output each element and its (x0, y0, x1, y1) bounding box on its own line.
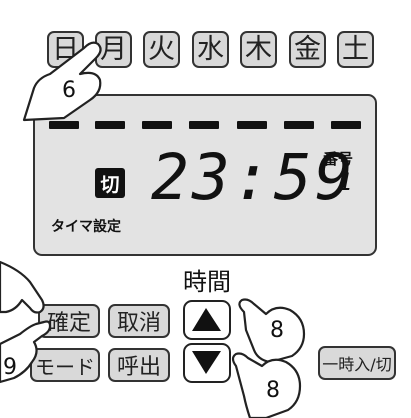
cancel-button[interactable]: 取消 (108, 304, 170, 338)
call-button-label: 呼出 (116, 355, 161, 380)
day-key-thursday[interactable]: 木 (240, 31, 277, 68)
temporary-on-off-button[interactable]: 一時入/切 (318, 346, 396, 380)
day-key-monday-label: 月 (100, 34, 127, 65)
day-indicator-segment (331, 121, 361, 129)
program-number-value: 1 (338, 168, 353, 196)
day-key-wednesday-label: 水 (197, 34, 224, 65)
day-key-saturday[interactable]: 土 (337, 31, 374, 68)
off-status-badge: 切 (95, 168, 125, 198)
confirm-button-label: 確定 (46, 311, 91, 336)
hand-pointer-icon (22, 41, 102, 122)
day-key-friday-label: 金 (294, 34, 321, 65)
temporary-on-off-label: 一時入/切 (322, 355, 392, 374)
day-key-wednesday[interactable]: 水 (192, 31, 229, 68)
hand-pointer-icon (0, 320, 52, 384)
mode-button-label: モード (35, 354, 95, 379)
day-indicator-segment (49, 121, 79, 129)
down-arrow-icon (192, 351, 221, 374)
time-down-button[interactable] (183, 343, 231, 383)
up-arrow-icon (192, 308, 221, 331)
day-key-friday[interactable]: 金 (289, 31, 326, 68)
day-indicator-segment (142, 121, 172, 129)
callout-number: 8 (270, 318, 284, 343)
day-key-tuesday-label: 火 (148, 34, 175, 65)
time-up-button[interactable] (183, 300, 231, 340)
callout-number: 6 (62, 78, 76, 103)
program-number-label: 番号 (323, 150, 354, 168)
day-indicator-segment (189, 121, 219, 129)
off-status-text: 切 (100, 173, 120, 196)
callout-number: 9 (3, 355, 17, 380)
lcd-display: 切 23:59 番号 1 タイマ設定 (33, 94, 377, 256)
day-indicator-segment (95, 121, 125, 129)
day-indicator-segment (237, 121, 267, 129)
time-group-label: 時間 (183, 268, 231, 296)
day-key-monday[interactable]: 月 (95, 31, 132, 68)
hand-pointer-icon (0, 260, 45, 314)
day-key-tuesday[interactable]: 火 (143, 31, 180, 68)
time-readout: 23:59 (151, 141, 356, 214)
call-button[interactable]: 呼出 (108, 348, 170, 382)
day-key-saturday-label: 土 (342, 34, 369, 65)
timer-setting-label: タイマ設定 (51, 219, 121, 235)
day-key-thursday-label: 木 (245, 34, 272, 65)
cancel-button-label: 取消 (116, 311, 161, 336)
day-key-sunday[interactable]: 日 (47, 31, 84, 68)
day-indicator-segment (284, 121, 314, 129)
callout-number: 8 (266, 378, 280, 403)
mode-button[interactable]: モード (30, 348, 100, 382)
